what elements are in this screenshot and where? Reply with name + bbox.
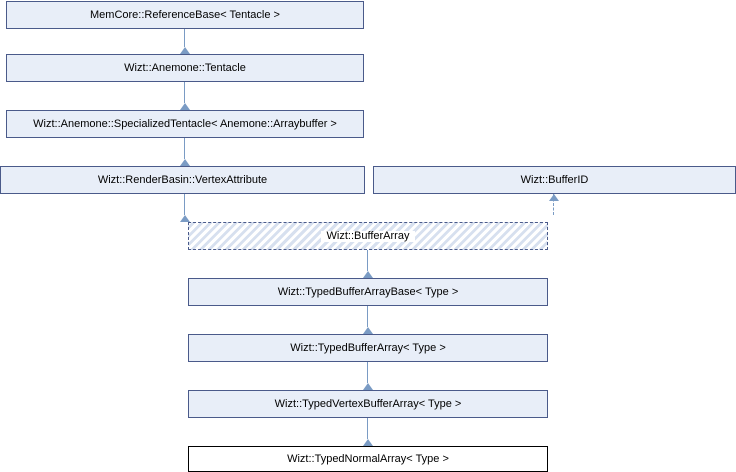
class-node-label: Wizt::TypedBufferArray< Type > [290, 341, 446, 354]
arrow-n1-to-n0 [180, 47, 190, 54]
class-node-label: Wizt::BufferID [520, 173, 589, 186]
class-node-wizt-typedbufferarraybase[interactable]: Wizt::TypedBufferArrayBase< Type > [188, 278, 548, 306]
class-node-label: Wizt::RenderBasin::VertexAttribute [97, 173, 268, 186]
class-node-wizt-typednormalarray[interactable]: Wizt::TypedNormalArray< Type > [188, 446, 548, 472]
class-node-label: Wizt::TypedBufferArrayBase< Type > [277, 285, 459, 298]
arrow-n6-to-n5 [363, 271, 373, 278]
class-node-label: Wizt::BufferArray [320, 230, 416, 242]
edge-n1-to-n0 [184, 29, 185, 47]
edge-n5-to-n4-usage [553, 194, 554, 215]
edge-n2-to-n1 [184, 82, 185, 103]
edge-n5-to-n3 [184, 194, 185, 215]
edge-n7-to-n6 [367, 306, 368, 327]
class-node-wizt-renderbasin-vertexattribute[interactable]: Wizt::RenderBasin::VertexAttribute [0, 166, 365, 194]
arrow-n5-to-n4-usage [549, 194, 559, 201]
arrow-n7-to-n6 [363, 327, 373, 334]
class-node-wizt-typedbufferarray[interactable]: Wizt::TypedBufferArray< Type > [188, 334, 548, 362]
class-node-label: Wizt::Anemone::Tentacle [124, 61, 246, 74]
class-node-wizt-anemone-tentacle[interactable]: Wizt::Anemone::Tentacle [6, 54, 364, 82]
class-node-wizt-bufferid[interactable]: Wizt::BufferID [373, 166, 736, 194]
edge-n9-to-n8 [367, 418, 368, 439]
class-node-wizt-bufferarray[interactable]: Wizt::BufferArray [188, 222, 548, 250]
class-node-label: Wizt::TypedNormalArray< Type > [287, 452, 449, 465]
arrow-n3-to-n2 [180, 159, 190, 166]
class-node-memcore-referencebase[interactable]: MemCore::ReferenceBase< Tentacle > [6, 1, 364, 29]
arrow-n8-to-n7 [363, 383, 373, 390]
class-node-wizt-typedvertexbufferarray[interactable]: Wizt::TypedVertexBufferArray< Type > [188, 390, 548, 418]
class-node-label: Wizt::Anemone::SpecializedTentacle< Anem… [33, 117, 337, 130]
arrow-n2-to-n1 [180, 103, 190, 110]
edge-n6-to-n5 [367, 250, 368, 271]
class-node-label: MemCore::ReferenceBase< Tentacle > [90, 8, 280, 21]
edge-n3-to-n2 [184, 138, 185, 159]
arrow-n5-to-n3 [180, 215, 190, 222]
arrow-n9-to-n8 [363, 439, 373, 446]
edge-n8-to-n7 [367, 362, 368, 383]
class-node-wizt-anemone-specializedtentacle[interactable]: Wizt::Anemone::SpecializedTentacle< Anem… [6, 110, 364, 138]
class-node-label: Wizt::TypedVertexBufferArray< Type > [274, 397, 462, 410]
